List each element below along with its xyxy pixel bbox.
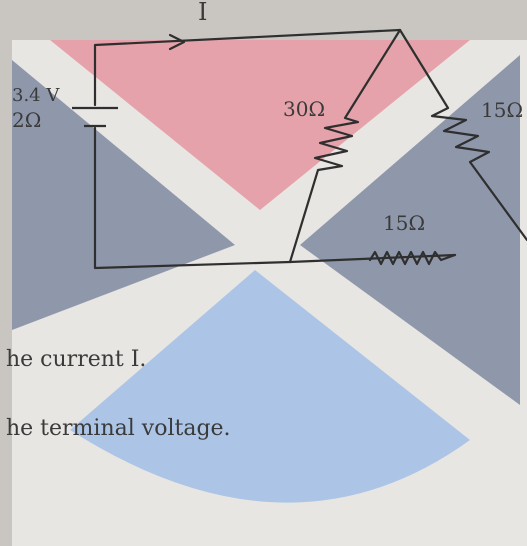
resistor-30-branch	[288, 28, 402, 264]
current-label: I	[198, 0, 207, 26]
pink-triangle	[50, 40, 470, 210]
source-emf-label: 3.4 V	[12, 85, 60, 106]
question-current: he current I.	[6, 347, 146, 372]
blue-fan-shape	[70, 270, 470, 503]
question-terminal-voltage: he terminal voltage.	[6, 416, 231, 441]
source-resistance-label: 2Ω	[12, 108, 41, 132]
left-gray-triangle	[12, 60, 235, 330]
resistor-15-bottom-label: 15Ω	[383, 211, 425, 235]
current-arrow-icon	[168, 33, 186, 51]
wire-left-side	[93, 28, 402, 107]
resistor-15-right-label: 15Ω	[481, 98, 523, 122]
wire-left-lower	[93, 126, 457, 270]
resistor-15-right-branch	[398, 28, 527, 242]
resistor-15-bottom	[368, 250, 457, 266]
resistor-30-label: 30Ω	[283, 97, 325, 121]
